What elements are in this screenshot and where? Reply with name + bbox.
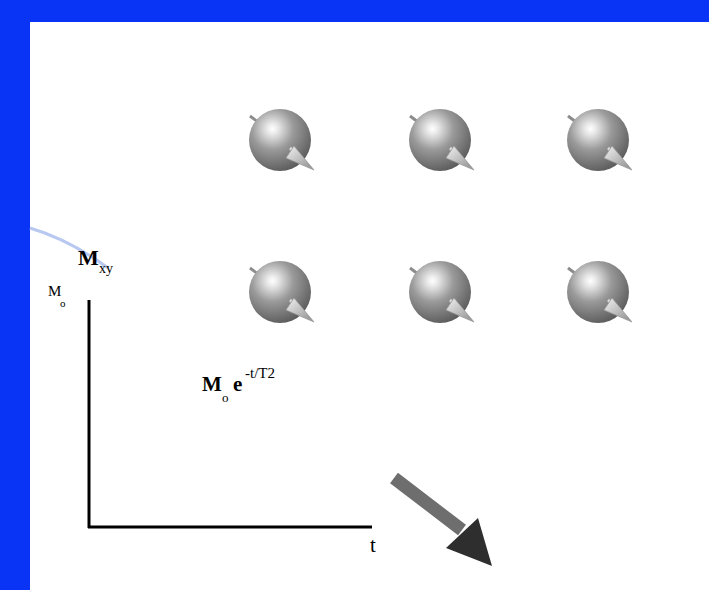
axis-subscript: xy bbox=[99, 262, 113, 276]
axis-max-symbol: M bbox=[48, 284, 61, 299]
spin-sphere bbox=[249, 109, 314, 171]
formula-exponent: -t/T2 bbox=[245, 366, 275, 381]
frame-band bbox=[0, 0, 709, 22]
spin-sphere bbox=[249, 261, 314, 323]
axis-max-subscript: o bbox=[60, 298, 66, 309]
axis-symbol: M bbox=[78, 247, 99, 269]
x-axis bbox=[88, 526, 372, 529]
spin-sphere bbox=[567, 109, 632, 171]
axis-label: t bbox=[370, 535, 376, 556]
decay-arrowhead bbox=[446, 518, 492, 566]
frame-band bbox=[0, 0, 30, 590]
spin-sphere bbox=[409, 109, 474, 171]
formula-exp-base: e bbox=[233, 374, 242, 395]
spin-sphere bbox=[409, 261, 474, 323]
swoosh bbox=[30, 228, 108, 268]
y-axis bbox=[88, 300, 91, 528]
spin-sphere bbox=[567, 261, 632, 323]
formula-symbol: M bbox=[202, 374, 222, 395]
decay-arrow bbox=[394, 478, 462, 530]
formula-subscript: o bbox=[222, 391, 229, 404]
